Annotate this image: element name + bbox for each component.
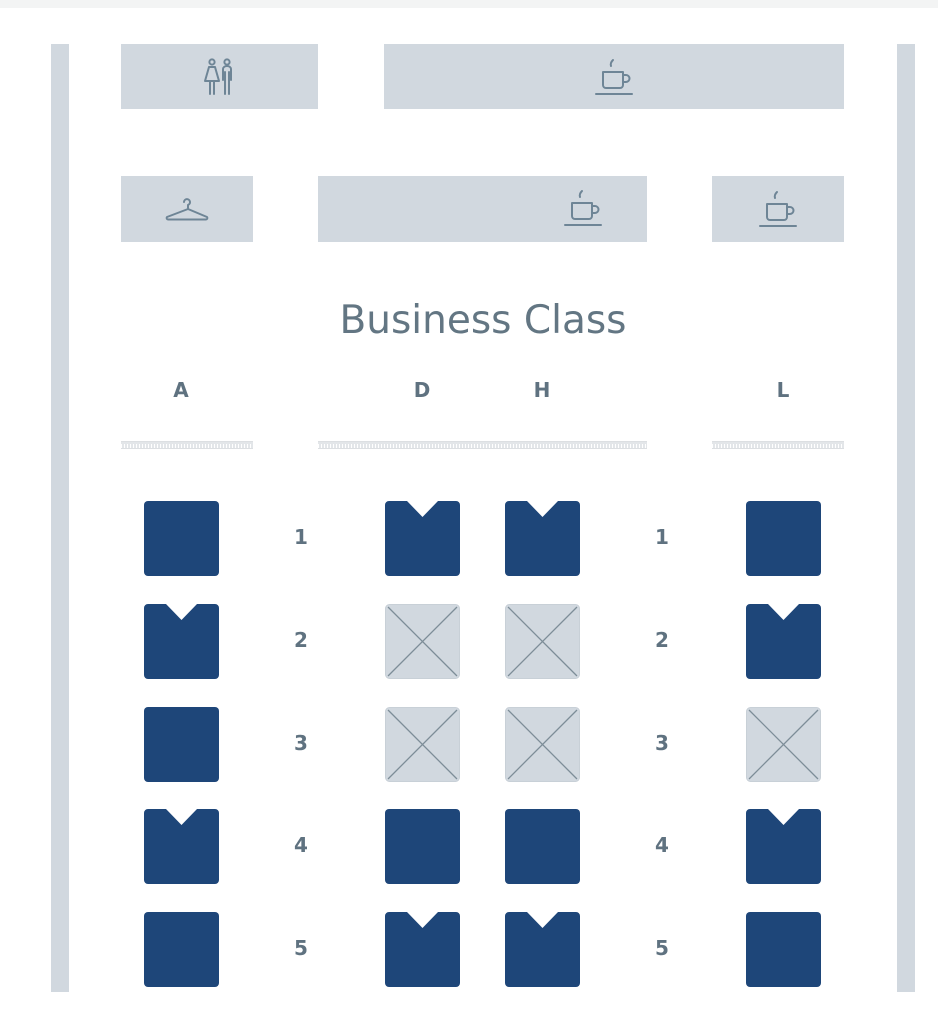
galley-3	[712, 176, 844, 242]
cabin-divider-left	[121, 441, 253, 449]
seat-2d	[385, 604, 460, 679]
seat-icon	[746, 912, 821, 987]
seat-unavailable-icon	[505, 707, 580, 782]
row-number-left: 1	[294, 525, 308, 549]
seat-icon	[505, 501, 580, 576]
fuselage-wall-left	[51, 44, 69, 992]
seat-unavailable-icon	[385, 604, 460, 679]
row-number-left: 4	[294, 833, 308, 857]
row-number-right: 1	[655, 525, 669, 549]
seat-1l[interactable]	[746, 501, 821, 576]
seat-1h[interactable]	[505, 501, 580, 576]
column-label-h: H	[533, 378, 551, 402]
seat-4d[interactable]	[385, 809, 460, 884]
seat-5h[interactable]	[505, 912, 580, 987]
top-strip	[0, 0, 938, 8]
row-number-right: 2	[655, 628, 669, 652]
seat-4a[interactable]	[144, 809, 219, 884]
seat-icon	[144, 809, 219, 884]
column-label-a: A	[173, 378, 189, 402]
seat-icon	[144, 604, 219, 679]
seat-3l	[746, 707, 821, 782]
galley-2	[318, 176, 647, 242]
row-number-right: 3	[655, 731, 669, 755]
seat-2a[interactable]	[144, 604, 219, 679]
seat-unavailable-icon	[746, 707, 821, 782]
closet	[121, 176, 253, 242]
seat-5a[interactable]	[144, 912, 219, 987]
galley-1	[384, 44, 844, 109]
coffee-cup-icon	[564, 190, 602, 226]
fuselage-wall-right	[897, 44, 915, 992]
coffee-cup-icon	[759, 191, 797, 227]
row-number-left: 2	[294, 628, 308, 652]
seat-icon	[144, 501, 219, 576]
column-label-d: D	[413, 378, 431, 402]
coat-hanger-icon	[165, 198, 209, 221]
seat-2h	[505, 604, 580, 679]
seat-4l[interactable]	[746, 809, 821, 884]
row-number-left: 3	[294, 731, 308, 755]
lavatory	[121, 44, 318, 109]
column-label-l: L	[776, 378, 790, 402]
seat-5l[interactable]	[746, 912, 821, 987]
seat-icon	[746, 809, 821, 884]
seat-icon	[746, 604, 821, 679]
cabin-divider-center	[318, 441, 647, 449]
seat-2l[interactable]	[746, 604, 821, 679]
seat-4h[interactable]	[505, 809, 580, 884]
row-number-left: 5	[294, 936, 308, 960]
seat-icon	[385, 501, 460, 576]
seat-3a[interactable]	[144, 707, 219, 782]
seat-unavailable-icon	[385, 707, 460, 782]
cabin-divider-right	[712, 441, 844, 449]
seat-5d[interactable]	[385, 912, 460, 987]
seat-1d[interactable]	[385, 501, 460, 576]
lavatory-icon	[203, 57, 232, 95]
seat-3h	[505, 707, 580, 782]
row-number-right: 4	[655, 833, 669, 857]
row-number-right: 5	[655, 936, 669, 960]
seat-icon	[385, 912, 460, 987]
seat-icon	[144, 707, 219, 782]
seat-icon	[385, 809, 460, 884]
seat-3d	[385, 707, 460, 782]
coffee-cup-icon	[595, 58, 633, 95]
seat-1a[interactable]	[144, 501, 219, 576]
seat-icon	[505, 809, 580, 884]
seat-icon	[144, 912, 219, 987]
seat-icon	[746, 501, 821, 576]
seat-unavailable-icon	[505, 604, 580, 679]
seat-icon	[505, 912, 580, 987]
cabin-title: Business Class	[339, 298, 627, 343]
